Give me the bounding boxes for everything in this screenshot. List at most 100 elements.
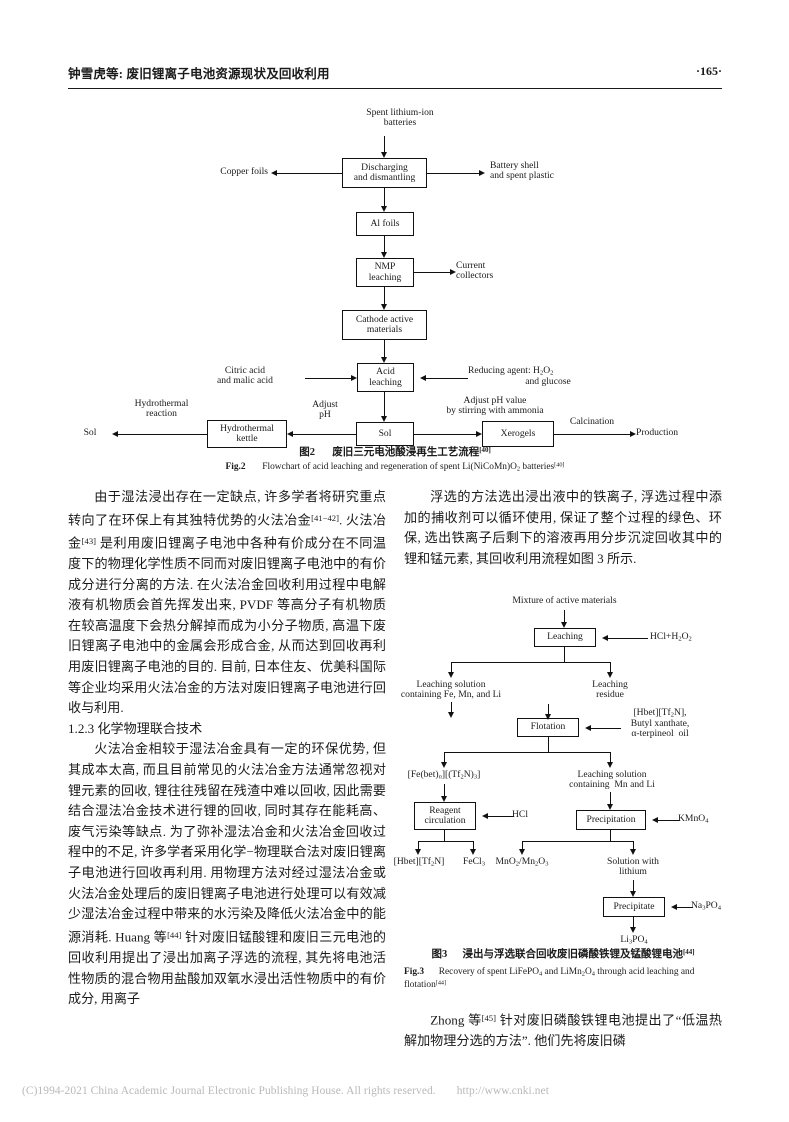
fig2-line-nmp-to-cathode bbox=[384, 287, 386, 306]
running-head: 钟雪虎等: 废旧锂离子电池资源现状及回收利用 ·165· bbox=[68, 63, 722, 89]
figure3-caption-en-label: Fig.3 bbox=[404, 967, 425, 977]
fig3-label-li3po4: Li3PO4 bbox=[620, 934, 648, 946]
left-col-heading-1-2-3: 1.2.3 化学物理联合技术 bbox=[68, 720, 203, 736]
fig2-arrow-right-collectors bbox=[450, 269, 456, 275]
fig3-label-mixture: Mixture of active materials bbox=[512, 595, 617, 606]
fig2-line-kettle-to-sol-out bbox=[118, 434, 207, 436]
footer: (C)1994-2021 China Academic Journal Elec… bbox=[22, 1085, 767, 1097]
fig2-line-discharging-to-al bbox=[384, 188, 386, 208]
fig2-label-calcination: Calcination bbox=[569, 416, 615, 427]
fig3-line-precip-split bbox=[522, 841, 634, 843]
fig2-arrow-right-production bbox=[630, 431, 636, 437]
fig3-node-precipitate: Precipitate bbox=[603, 897, 665, 917]
fig3-arrow-down-precipitate bbox=[630, 891, 636, 897]
fig3-arrow-down-mnli bbox=[607, 762, 613, 768]
fig3-arrow-down-precipitation bbox=[607, 804, 613, 810]
fig2-reducing-line1: Reducing agent: H2O2 bbox=[468, 365, 554, 377]
fig3-line-na3po4 bbox=[677, 907, 693, 909]
fig2-arrow-left-reducing bbox=[420, 374, 426, 381]
fig2-line-sol-to-xerogels bbox=[414, 434, 476, 436]
figure2-caption-en-label: Fig.2 bbox=[225, 462, 246, 472]
fig3-label-hcl: HCl bbox=[512, 809, 528, 820]
fig3-node-leaching: Leaching bbox=[534, 628, 596, 647]
fig2-label-production: Production bbox=[636, 427, 679, 438]
fig2-line-cathode-to-acid bbox=[384, 340, 386, 359]
figure2-caption-cn-text: 废旧三元电池酸浸再生工艺流程 bbox=[332, 447, 480, 458]
fig2-arrow-left-kettle bbox=[287, 431, 293, 437]
fig2-line-sol-to-kettle bbox=[293, 434, 356, 436]
fig3-line-psplit-left bbox=[522, 841, 524, 851]
fig2-line-current-collectors bbox=[414, 272, 450, 274]
fig3-line-leaching-split bbox=[451, 662, 611, 664]
fig3-line-reagent-down bbox=[444, 830, 446, 842]
fig3-line-leaching-down bbox=[564, 647, 566, 663]
fig2-arrow-right-citric bbox=[351, 374, 357, 381]
fig3-arrow-down-hbet bbox=[415, 849, 421, 855]
fig3-line-reagent-split bbox=[418, 841, 474, 843]
fig2-arrow-left-copper bbox=[271, 169, 277, 176]
fig3-arrow-left-hcl-2 bbox=[482, 813, 488, 819]
figure3-caption-cn-label: 图3 bbox=[431, 949, 448, 960]
fig2-label-sol-out: Sol bbox=[83, 427, 97, 438]
fig3-arrow-down-fe bbox=[441, 762, 447, 768]
fig3-label-fe-complex: [Fe(bet)n][(Tf2N)3] bbox=[407, 769, 481, 781]
fig3-line-rsplit-right bbox=[473, 841, 475, 851]
fig2-line-al-to-nmp bbox=[384, 236, 386, 255]
fig3-label-hcl-h2o2: HCl+H2O2 bbox=[650, 631, 692, 643]
figure3-caption-cn-text: 浸出与浮选联合回收废旧磷酸铁锂及锰酸锂电池 bbox=[462, 949, 683, 960]
fig3-line-precip-down bbox=[610, 830, 612, 842]
fig3-line-split-right bbox=[610, 662, 612, 674]
fig2-reducing-line2: and glucose bbox=[525, 375, 571, 387]
fig3-arrow-down-1 bbox=[561, 622, 567, 628]
figure2-caption-en: Fig.2 Flowchart of acid leaching and reg… bbox=[68, 461, 722, 474]
fig3-line-flotation-in bbox=[548, 704, 550, 718]
fig3-label-na3po4: Na3PO4 bbox=[691, 900, 721, 912]
fig3-label-mno2: MnO2/Mn2O3 bbox=[495, 856, 549, 868]
fig3-line-to-li3po4 bbox=[633, 917, 635, 929]
fig2-line-copper bbox=[277, 172, 342, 174]
fig3-arrow-left-reagents bbox=[585, 724, 591, 731]
right-col-para-1: 浮选的方法选出浸出液中的铁离子, 浮选过程中添加的捕收剂可以循环使用, 保证了整… bbox=[404, 489, 722, 566]
fig2-arrow-right-xerogels bbox=[476, 431, 482, 437]
page-number: ·165· bbox=[695, 64, 722, 78]
fig2-label-reducing-agent: Reducing agent: H2O2 and glucose bbox=[468, 365, 628, 387]
fig3-line-to-precipitation bbox=[610, 792, 612, 806]
fig3-arrow-down-fecl3 bbox=[470, 849, 476, 855]
fig3-arrow-down-li3po4 bbox=[630, 927, 636, 933]
fig3-arrow-left-hcl bbox=[602, 634, 608, 641]
fig2-line-shell bbox=[427, 172, 479, 174]
fig2-arrow-down-6 bbox=[381, 416, 387, 422]
figure3-caption-en: Fig.3 Recovery of spent LiFePO4 and LiMn… bbox=[404, 966, 722, 992]
fig2-arrow-down-3 bbox=[381, 252, 387, 258]
fig3-arrow-down-mno2 bbox=[519, 849, 525, 855]
fig3-line-to-precipitate bbox=[633, 880, 635, 893]
fig3-line-rsplit-left bbox=[418, 841, 420, 851]
fig3-line-fsplit-right bbox=[610, 752, 612, 764]
fig2-node-al-foils: Al foils bbox=[356, 212, 414, 236]
fig2-arrow-left-sol-out bbox=[112, 431, 118, 437]
fig2-line-reducing bbox=[426, 377, 468, 379]
header-divider bbox=[68, 88, 722, 90]
fig2-line-spent-to-discharging bbox=[384, 136, 386, 154]
fig3-label-kmno4: KMnO4 bbox=[678, 813, 709, 825]
fig3-arrow-down-residue bbox=[607, 672, 613, 678]
fig3-arrow-left-kmno4 bbox=[652, 817, 658, 823]
fig2-line-xerogels-to-production bbox=[554, 434, 630, 436]
fig3-arrow-down-flotation bbox=[448, 712, 454, 718]
fig3-line-reagents bbox=[591, 727, 621, 729]
fig2-arrow-right-shell bbox=[479, 169, 485, 176]
